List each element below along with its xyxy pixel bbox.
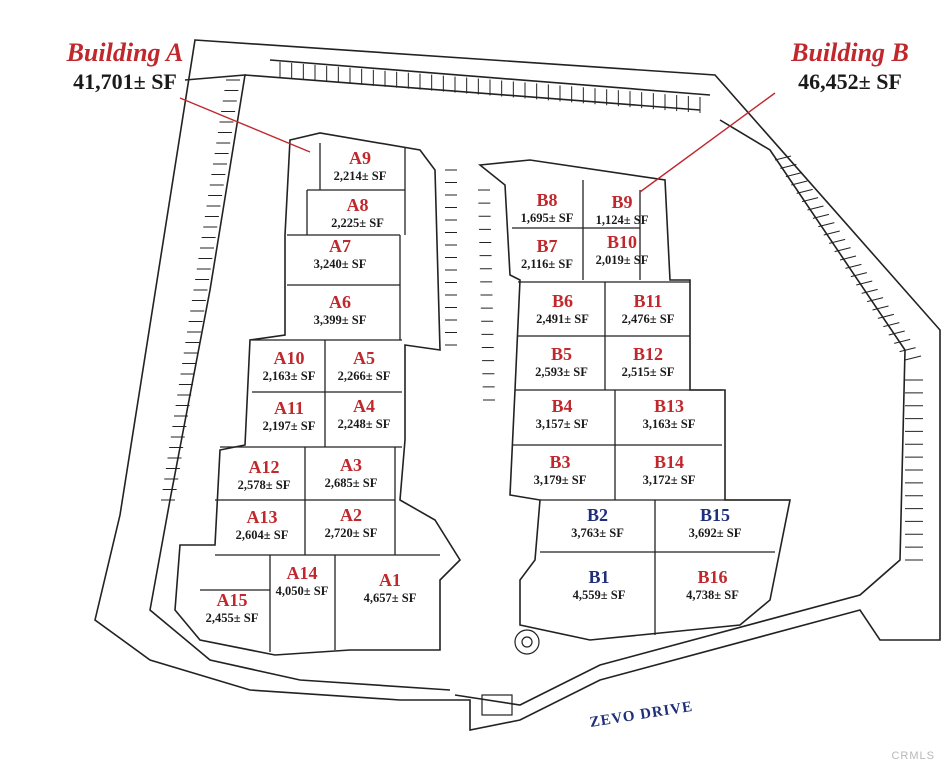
unit-a7: A7 3,240± SF: [313, 236, 367, 271]
watermark: CRMLS: [891, 750, 935, 762]
fountain: [514, 629, 540, 655]
unit-b4: B4 3,157± SF: [535, 396, 589, 431]
top-parking-edge-2: [269, 59, 711, 96]
unit-b16: B16 4,738± SF: [686, 567, 739, 602]
unit-b11: B11 2,476± SF: [621, 291, 675, 326]
top-parking-edge: [244, 74, 701, 111]
parking-stalls: [161, 62, 923, 561]
unit-a14: A14 4,050± SF: [275, 563, 329, 598]
unit-b5: B5 2,593± SF: [535, 344, 588, 379]
unit-a11: A11 2,197± SF: [262, 398, 316, 433]
unit-a10: A10 2,163± SF: [262, 348, 316, 383]
drive-curb-west: [149, 74, 451, 691]
unit-b10: B10 2,019± SF: [595, 232, 649, 267]
unit-b9: B9 1,124± SF: [595, 192, 649, 227]
leader-line-a: [179, 97, 311, 153]
unit-a5: A5 2,266± SF: [337, 348, 391, 383]
unit-b12: B12 2,515± SF: [621, 344, 675, 379]
unit-a2: A2 2,720± SF: [324, 505, 378, 540]
unit-a4: A4 2,248± SF: [337, 396, 391, 431]
unit-b13: B13 3,163± SF: [642, 396, 696, 431]
building-a-area: 41,701± SF: [73, 69, 177, 94]
unit-b7: B7 2,116± SF: [520, 236, 573, 271]
unit-a3: A3 2,685± SF: [324, 455, 378, 490]
unit-b8: B8 1,695± SF: [520, 190, 574, 225]
unit-a6: A6 3,399± SF: [313, 292, 367, 327]
unit-b3: B3 3,179± SF: [533, 452, 587, 487]
unit-b2: B2 3,763± SF: [571, 505, 624, 540]
building-a-title: Building A 41,701± SF: [40, 38, 210, 96]
building-b-name: Building B: [791, 38, 909, 67]
unit-a1: A1 4,657± SF: [363, 570, 417, 605]
unit-b14: B14 3,172± SF: [642, 452, 696, 487]
unit-b15: B15 3,692± SF: [688, 505, 742, 540]
unit-b1: B1 4,559± SF: [572, 567, 626, 602]
building-b-outline: [477, 159, 791, 641]
building-b-title: Building B 46,452± SF: [765, 38, 935, 96]
site-boundary: [94, 39, 941, 731]
unit-b6: B6 2,491± SF: [536, 291, 589, 326]
planter-box: [481, 694, 513, 716]
building-a-outline: [174, 132, 462, 656]
drive-curb-east: [454, 119, 906, 706]
building-b-area: 46,452± SF: [798, 69, 902, 94]
unit-a9: A9 2,214± SF: [333, 148, 387, 183]
building-a-name: Building A: [66, 38, 184, 67]
leader-line-b: [639, 92, 776, 193]
unit-a8: A8 2,225± SF: [331, 195, 384, 230]
unit-a15: A15 2,455± SF: [205, 590, 259, 625]
unit-a12: A12 2,578± SF: [237, 457, 291, 492]
unit-a13: A13 2,604± SF: [235, 507, 289, 542]
